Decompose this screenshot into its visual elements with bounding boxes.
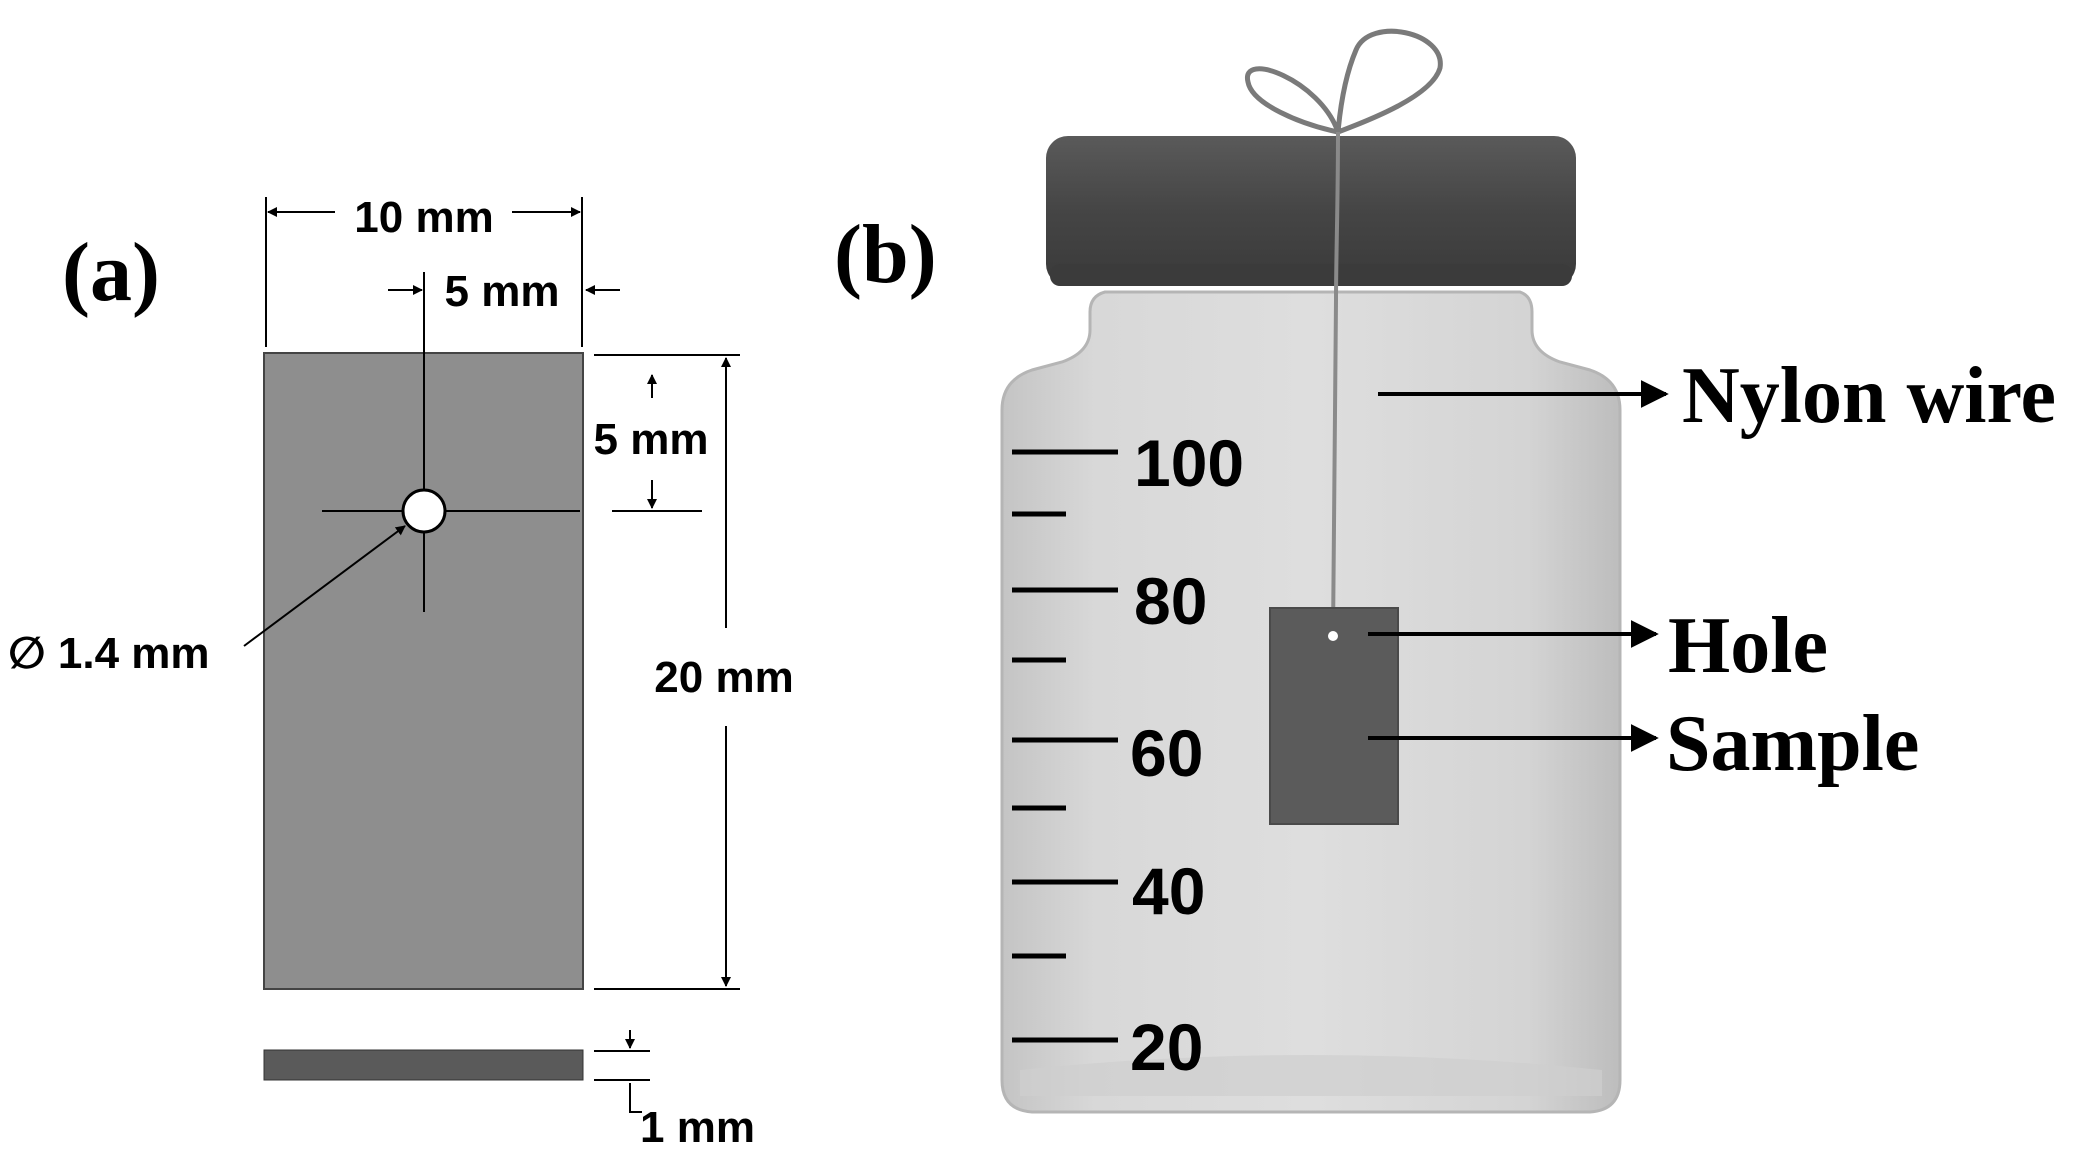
sample-hole-dot	[1328, 631, 1338, 641]
panel-b: (b) 100 80 60 40 20	[834, 28, 2056, 1114]
graduation-scale: 100 80 60 40 20	[1012, 426, 1244, 1084]
panel-b-label: (b)	[834, 208, 937, 301]
hole-offset-y-label: 5 mm	[594, 415, 709, 464]
scale-label-80: 80	[1134, 564, 1207, 638]
scale-label-60: 60	[1130, 716, 1203, 790]
panel-a: (a) 10 mm 5 mm ∅ 1.4 mm 5 mm 20 m	[8, 193, 794, 1152]
width-dimension-label: 10 mm	[354, 193, 493, 242]
scale-label-100: 100	[1134, 426, 1244, 500]
sample-callout-label: Sample	[1666, 700, 1919, 788]
scale-label-20: 20	[1130, 1010, 1203, 1084]
sample-in-vial	[1269, 607, 1399, 825]
hole-diameter-label: ∅ 1.4 mm	[8, 629, 210, 678]
hole-offset-x-label: 5 mm	[445, 267, 560, 316]
nylon-wire-callout-label: Nylon wire	[1682, 352, 2056, 440]
vial-base-shade	[1020, 1055, 1602, 1096]
panel-a-label: (a)	[62, 226, 160, 319]
vial-cap-lower-lip	[1050, 264, 1572, 286]
thickness-label: 1 mm	[640, 1103, 755, 1152]
nylon-wire	[1331, 131, 1340, 637]
vial-cap	[1046, 136, 1576, 286]
height-dimension-label: 20 mm	[654, 653, 793, 702]
hole-callout-label: Hole	[1668, 602, 1828, 690]
nylon-wire-loop	[1245, 28, 1443, 135]
thickness-leader	[629, 1083, 642, 1113]
scale-label-40: 40	[1132, 854, 1205, 928]
hole-diameter-leader	[243, 525, 406, 647]
sample-plate-side	[263, 1049, 584, 1081]
hole-circle	[401, 488, 447, 534]
